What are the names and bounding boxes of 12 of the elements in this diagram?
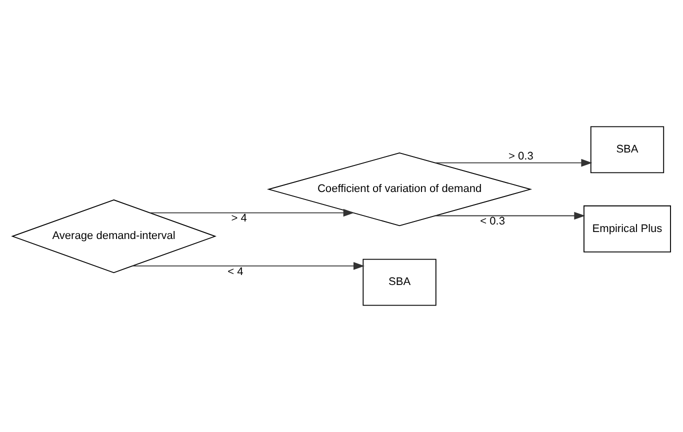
edge-label: > 4 [231, 212, 247, 225]
arrow [150, 208, 354, 217]
node-diamond: Average demand-interval [11, 199, 216, 274]
node-box: Empirical Plus [584, 205, 671, 252]
edge-label: > 0.3 [508, 150, 534, 163]
edge-label: < 4 [228, 266, 244, 278]
arrow [434, 212, 586, 220]
arrow [434, 158, 592, 167]
edge-label: < 0.3 [480, 216, 505, 228]
arrow [132, 262, 365, 270]
node-box: SBA [362, 258, 436, 306]
node-box: SBA [590, 126, 664, 174]
